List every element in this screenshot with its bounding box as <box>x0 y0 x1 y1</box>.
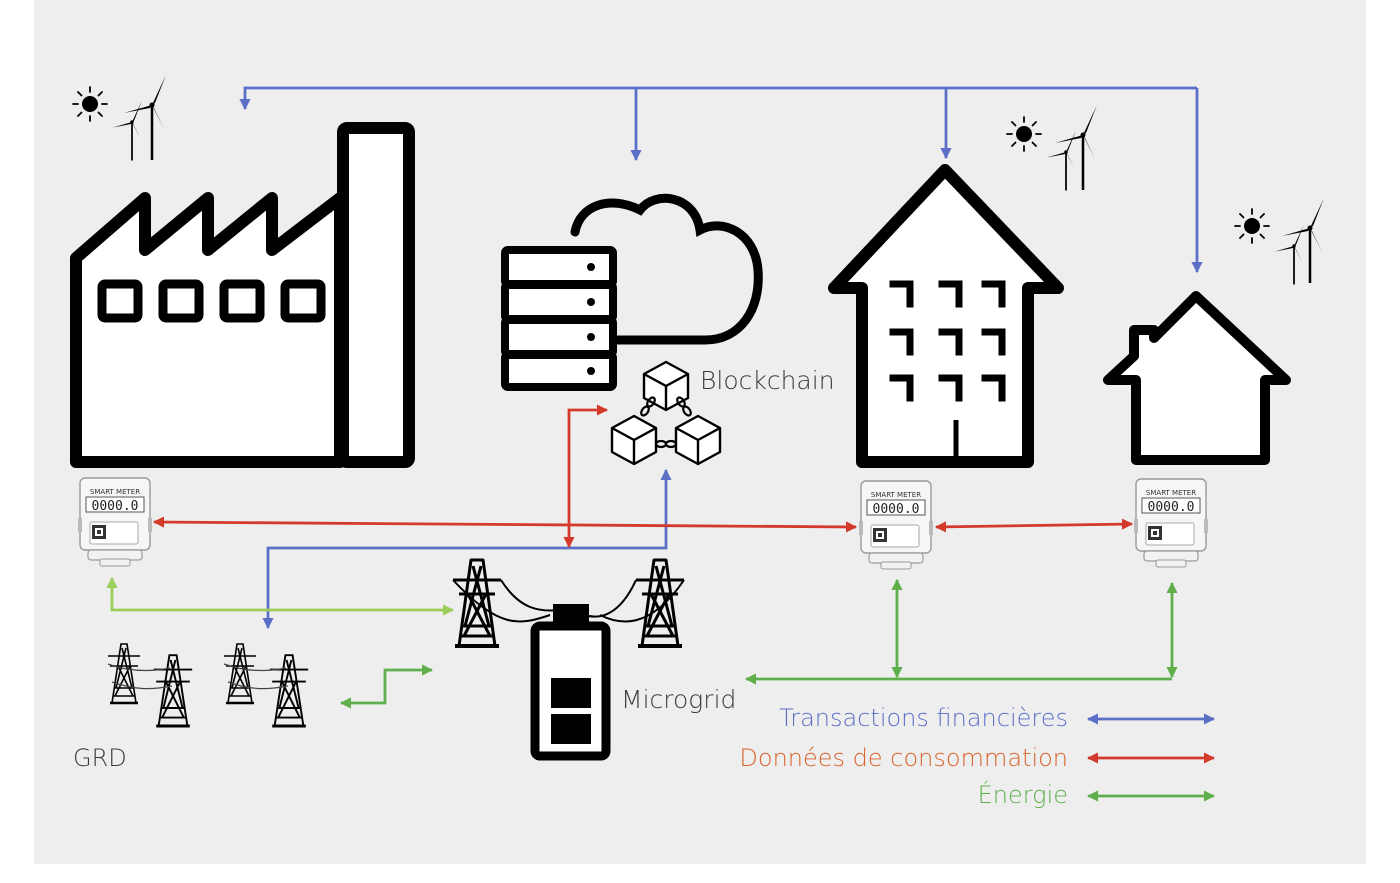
legend-label-financial: Transactions financières <box>779 704 1068 732</box>
sun-icon <box>1234 208 1270 244</box>
legend: Transactions financières Données de cons… <box>739 704 1216 809</box>
blockchain-label: Blockchain <box>700 366 835 395</box>
wind-turbine-icon <box>1045 130 1077 192</box>
pylon-icon <box>268 653 310 728</box>
microgrid-label: Microgrid <box>621 685 736 714</box>
wind-turbine-icon <box>122 73 168 162</box>
pylon-icon <box>634 558 686 648</box>
wind-turbine-icon <box>1280 196 1326 285</box>
energy-flows <box>106 576 1178 709</box>
grd-icon <box>106 642 310 728</box>
sun-icon <box>1006 116 1042 152</box>
svg-text:SMART METER: SMART METER <box>90 488 140 496</box>
smart-meter-building: SMART METER 0000.0 <box>858 480 934 570</box>
battery-icon <box>530 604 611 761</box>
legend-label-energy: Énergie <box>978 780 1068 809</box>
wind-turbine-icon <box>1273 224 1305 286</box>
house-icon <box>1103 291 1291 465</box>
grd-label: GRD <box>73 744 127 772</box>
smart-meter-factory: SMART METER 0000.0 <box>77 477 153 567</box>
apartment-building-icon <box>828 164 1064 468</box>
microgrid-icon <box>451 558 686 761</box>
pylon-icon <box>152 653 194 728</box>
legend-item-financial: Transactions financières <box>779 704 1216 732</box>
svg-text:0000.0: 0000.0 <box>1148 500 1195 515</box>
svg-text:0000.0: 0000.0 <box>873 502 920 517</box>
building-renewables <box>1006 103 1099 192</box>
consumption-data-flows <box>152 404 1134 549</box>
cloud-server-icon <box>501 193 763 391</box>
legend-item-energy: Énergie <box>978 780 1216 809</box>
svg-text:0000.0: 0000.0 <box>92 499 139 514</box>
legend-label-consumption: Données de consommation <box>739 744 1068 772</box>
factory-renewables <box>72 73 168 162</box>
smart-meter-house: SMART METER 0000.0 <box>1133 478 1209 568</box>
house-renewables <box>1234 196 1326 286</box>
legend-item-consumption: Données de consommation <box>739 744 1216 772</box>
svg-text:SMART METER: SMART METER <box>1146 489 1196 497</box>
pylon-icon <box>106 642 142 705</box>
pylon-icon <box>222 642 258 705</box>
svg-text:SMART METER: SMART METER <box>871 491 921 499</box>
wind-turbine-icon <box>1053 103 1099 192</box>
sun-icon <box>72 86 108 122</box>
blockchain-icon <box>610 360 722 466</box>
factory-icon <box>70 122 415 468</box>
